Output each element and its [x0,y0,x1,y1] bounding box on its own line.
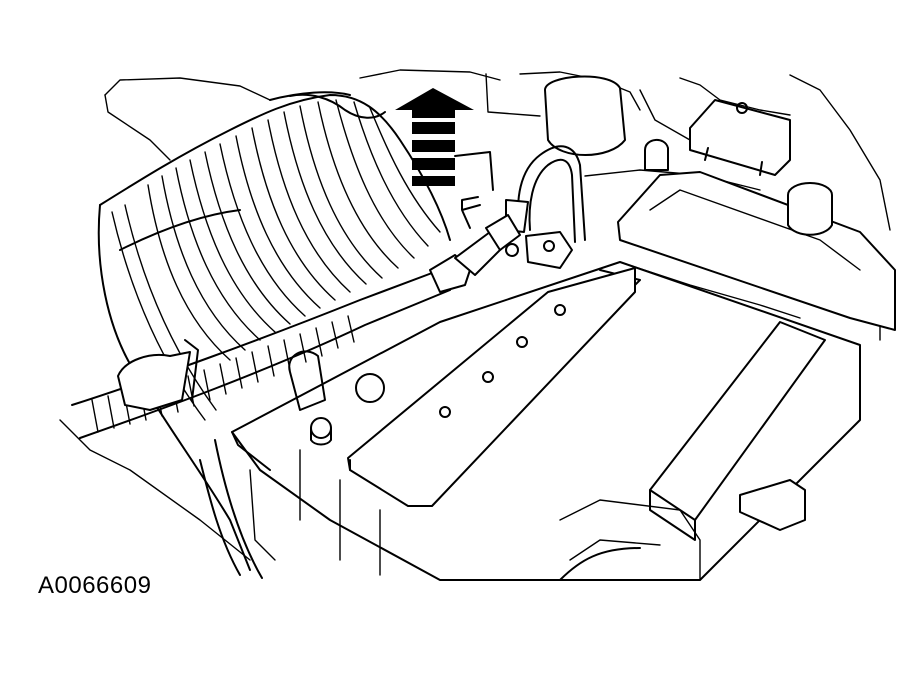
figure-reference-code: A0066609 [38,572,152,599]
battery-tray-cover [544,75,896,331]
hold-down-bracket [347,267,636,507]
side-bracket [649,321,826,541]
up-arrow-icon [395,88,494,191]
negative-battery-cable [71,196,521,439]
